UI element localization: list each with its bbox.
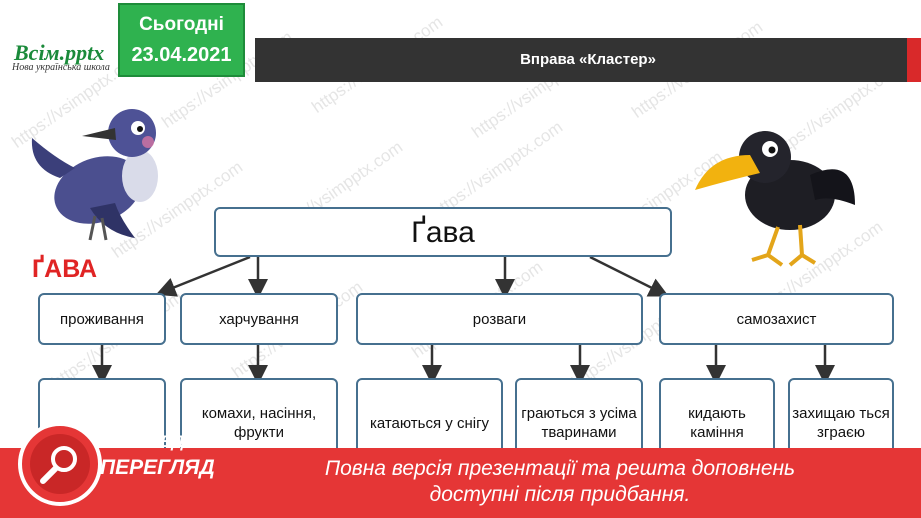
date-label: Сьогодні (139, 14, 224, 35)
title-accent-strip (907, 38, 921, 82)
root-node: Ґава (214, 207, 672, 257)
category-node: харчування (180, 293, 338, 345)
date-value: 23.04.2021 (131, 44, 232, 66)
preview-message: Повна версія презентації та решта доповн… (240, 456, 880, 508)
preview-banner (0, 448, 921, 518)
bird-name-label: ҐАВА (32, 255, 98, 283)
preview-label-line2: ПЕРЕГЛЯД (100, 456, 215, 479)
category-node: самозахист (659, 293, 894, 345)
logo-title: Всім.pptx (14, 40, 105, 65)
slide-title: Вправа «Кластер» (520, 51, 656, 68)
slide-title-bar: Вправа «Кластер» (255, 38, 921, 82)
date-box: Сьогодні 23.04.2021 (118, 3, 245, 77)
logo-subtitle: Нова українська школа (12, 62, 110, 73)
preview-message-line1: Повна версія презентації та решта доповн… (324, 457, 796, 480)
category-node: розваги (356, 293, 643, 345)
preview-message-line2: доступні після придбання. (429, 483, 691, 506)
preview-badge-inner (30, 434, 90, 494)
jackdaw-bird-icon (31, 109, 158, 241)
category-node: проживання (38, 293, 166, 345)
preview-label-line1: ПОПЕРЕДНІЙ (100, 432, 214, 451)
magnifier-icon (40, 446, 77, 484)
crow-bird-icon (695, 131, 855, 267)
